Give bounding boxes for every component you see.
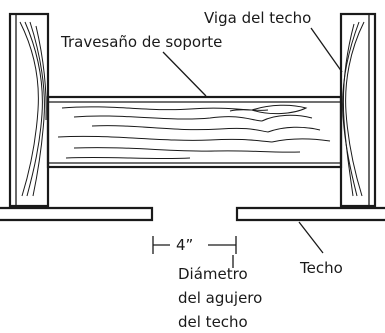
left-ceiling-joist [8, 12, 50, 208]
crosspiece-leader-line [162, 51, 207, 97]
joist-label: Viga del techo [204, 9, 311, 27]
joist-leader-line [310, 27, 343, 73]
dimension-label: 4” [176, 236, 193, 254]
right-ceiling-joist [339, 12, 377, 208]
hole-dimension-marker [152, 236, 237, 254]
support-crosspiece [46, 95, 343, 169]
diameter-label-line2: del agujero [178, 289, 262, 307]
ceiling-leader-line [298, 221, 324, 254]
diameter-label-line3: del techo [178, 313, 248, 331]
diameter-label-line1: Diámetro [178, 265, 248, 283]
crosspiece-label: Travesaño de soporte [60, 33, 222, 51]
ceiling [0, 206, 385, 222]
ceiling-label: Techo [299, 259, 343, 277]
